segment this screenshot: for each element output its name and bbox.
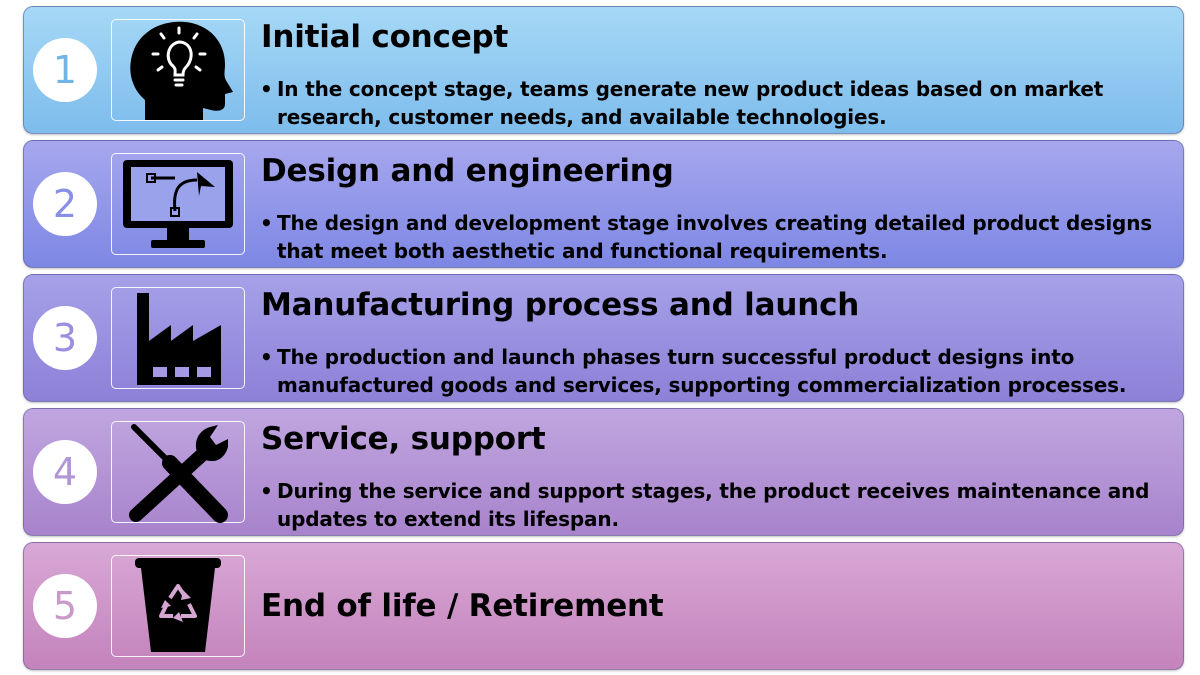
- stage-3: 3 Manufacturing process and launch •The …: [23, 274, 1184, 402]
- recycle-bin-icon: [135, 558, 221, 652]
- stage-2: 2 Design and engineering •The design and…: [23, 140, 1184, 268]
- stage-number: 2: [33, 172, 97, 236]
- stage-number: 3: [33, 306, 97, 370]
- stage-description: •In the concept stage, teams generate ne…: [260, 77, 1104, 129]
- stage-title: Initial concept: [261, 19, 509, 55]
- stage-description: •The production and launch phases turn s…: [260, 345, 1127, 397]
- stage-title: Manufacturing process and launch: [261, 287, 860, 323]
- stage-description: •The design and development stage involv…: [260, 211, 1153, 263]
- icon-frame: [111, 421, 245, 523]
- stage-description: •During the service and support stages, …: [260, 479, 1150, 531]
- lightbulb-head-icon: [130, 21, 233, 120]
- factory-icon: [137, 293, 221, 385]
- stage-number: 5: [33, 574, 97, 638]
- monitor-bezier-icon: [123, 160, 233, 248]
- stage-title: End of life / Retirement: [261, 588, 664, 624]
- icon-frame: [111, 153, 245, 255]
- stage-title: Service, support: [261, 421, 546, 457]
- stage-4: 4 Service, support •During the service a…: [23, 408, 1184, 536]
- icon-frame: [111, 287, 245, 389]
- stage-1: 1 Initial concept •In the concept stage,…: [23, 6, 1184, 134]
- stage-number: 1: [33, 38, 97, 102]
- wrench-screwdriver-icon: [129, 424, 228, 523]
- stage-title: Design and engineering: [261, 153, 674, 189]
- stage-number: 4: [33, 440, 97, 504]
- icon-frame: [111, 19, 245, 121]
- stage-5: 5 End of life / Retirement: [23, 542, 1184, 670]
- icon-frame: [111, 555, 245, 657]
